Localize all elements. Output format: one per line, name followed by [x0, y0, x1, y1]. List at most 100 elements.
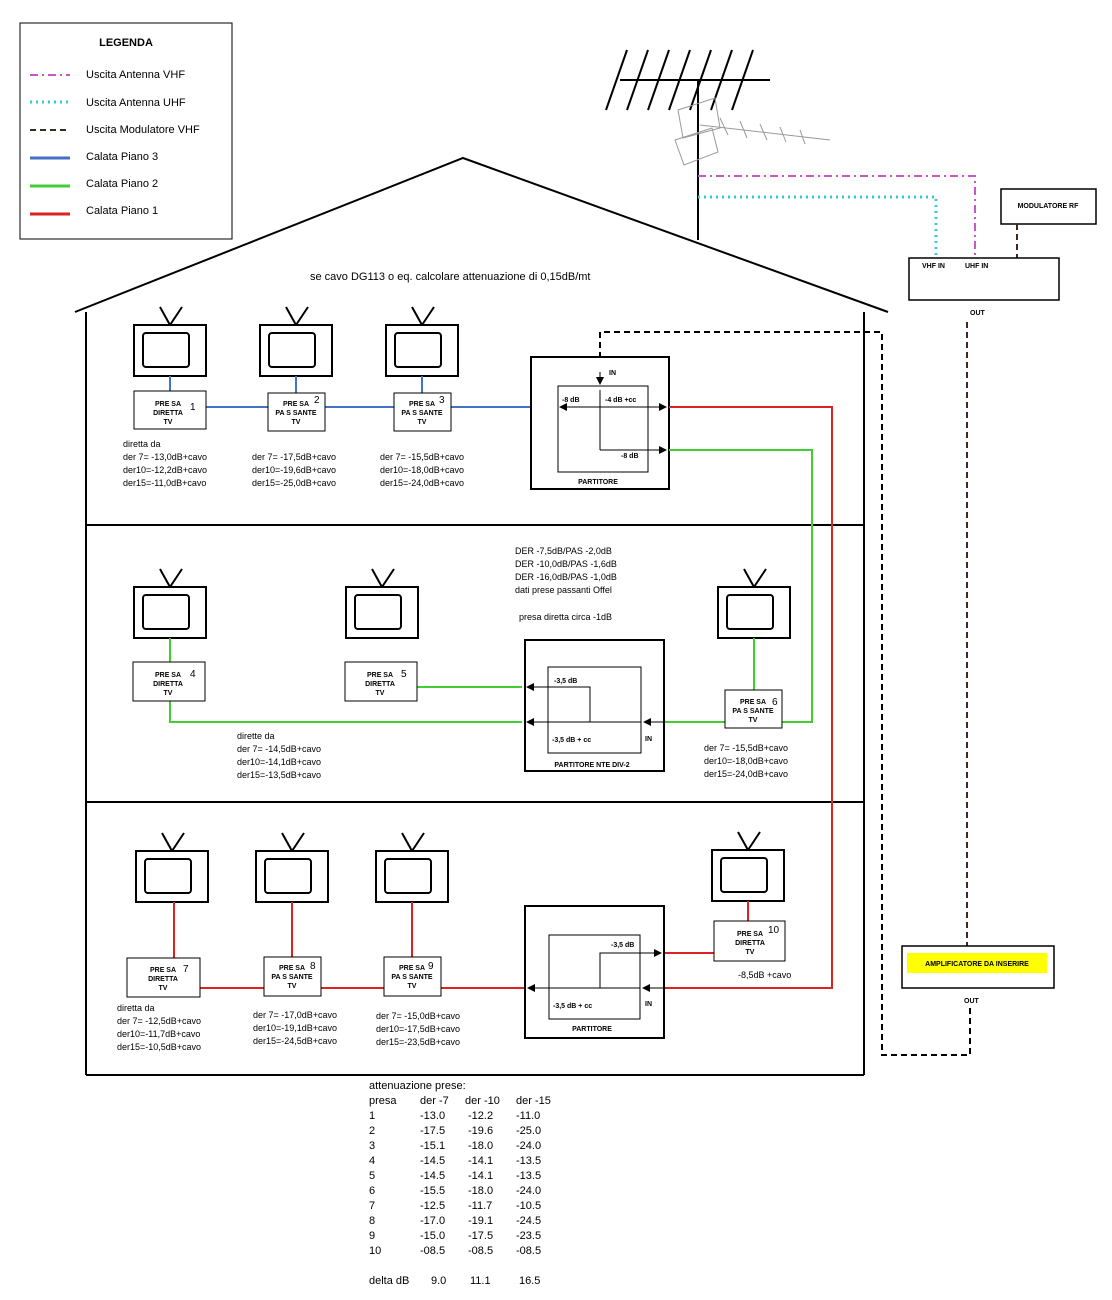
svg-text:diretta da: diretta da: [123, 439, 161, 449]
svg-text:der10=-18,0dB+cavo: der10=-18,0dB+cavo: [704, 756, 788, 766]
floor1-note-10: -8,5dB +cavo: [738, 970, 791, 980]
svg-text:der15=-24,5dB+cavo: der15=-24,5dB+cavo: [253, 1036, 337, 1046]
svg-text:der 7= -17,0dB+cavo: der 7= -17,0dB+cavo: [253, 1010, 337, 1020]
svg-text:der15=-24,0dB+cavo: der15=-24,0dB+cavo: [380, 478, 464, 488]
table-title: attenuazione prese:: [369, 1080, 466, 1092]
table-row: 2-17.5-19.6-25.0: [369, 1125, 541, 1137]
table-cell: -17.5: [420, 1125, 445, 1137]
svg-text:PARTITORE: PARTITORE: [578, 479, 618, 486]
amplifier-box: AMPLIFICATORE DA INSERIRE: [901, 945, 1055, 989]
outlet-7: PRE SA DIRETTA TV 7: [126, 957, 201, 998]
table-row: 5 -14.5 -14.1 -13.5: [369, 1170, 541, 1182]
legend-item-floor2: Calata Piano 2: [86, 178, 158, 190]
outlet-1: PRE SA DIRETTA TV 1: [133, 390, 207, 430]
svg-text:MODULATORE RF: MODULATORE RF: [1018, 203, 1080, 210]
amplifier-out-label: OUT: [964, 998, 980, 1005]
svg-text:6: 6: [772, 697, 778, 708]
modulator-box: MODULATORE RF: [1000, 188, 1097, 225]
table-cell: -13.5: [516, 1170, 541, 1182]
table-cell: 7: [369, 1200, 375, 1212]
svg-text:TV: TV: [164, 419, 173, 426]
table-cell: -15.5: [420, 1185, 445, 1197]
svg-text:der 7= -15,0dB+cavo: der 7= -15,0dB+cavo: [376, 1011, 460, 1021]
svg-text:11.1: 11.1: [470, 1275, 491, 1287]
svg-text:PRE SA: PRE SA: [155, 401, 181, 408]
svg-text:TV: TV: [749, 717, 758, 724]
svg-text:TV: TV: [746, 949, 755, 956]
svg-text:der15=-24,0dB+cavo: der15=-24,0dB+cavo: [704, 769, 788, 779]
floor3-notes-1: diretta da der 7= -13,0dB+cavo der10=-12…: [123, 439, 207, 488]
svg-text:PARTITORE NTE DIV-2: PARTITORE NTE DIV-2: [554, 762, 629, 769]
svg-text:9.0: 9.0: [431, 1275, 446, 1287]
floor1-notes-9: der 7= -15,0dB+cavo der10=-17,5dB+cavo d…: [376, 1011, 460, 1047]
svg-text:UHF IN: UHF IN: [965, 263, 988, 270]
svg-text:der10=-19,6dB+cavo: der10=-19,6dB+cavo: [252, 465, 336, 475]
svg-text:10: 10: [768, 925, 780, 936]
legend-item-modulator: Uscita Modulatore VHF: [86, 124, 200, 136]
legend-item-vhf: Uscita Antenna VHF: [86, 69, 185, 81]
table-cell: -14.5: [420, 1170, 445, 1182]
svg-text:der15=-10,5dB+cavo: der15=-10,5dB+cavo: [117, 1042, 201, 1052]
svg-text:der -7: der -7: [420, 1095, 449, 1107]
floor2-notes-6: der 7= -15,5dB+cavo der10=-18,0dB+cavo d…: [704, 743, 788, 779]
table-cell: -17.0: [420, 1215, 445, 1227]
splitter-floor1: -3,5 dB -3,5 dB + cc IN PARTITORE: [524, 905, 665, 1039]
svg-text:PRE SA: PRE SA: [155, 672, 181, 679]
svg-text:TV: TV: [418, 419, 427, 426]
table-cell: -14.5: [420, 1155, 445, 1167]
svg-text:1: 1: [190, 402, 196, 413]
svg-text:VHF IN: VHF IN: [922, 263, 945, 270]
legend-item-floor3: Calata Piano 3: [86, 151, 158, 163]
table-cell: -19.1: [468, 1215, 493, 1227]
legend-title: LEGENDA: [99, 37, 153, 49]
table-cell: -24.0: [516, 1185, 541, 1197]
svg-text:der 7= -13,0dB+cavo: der 7= -13,0dB+cavo: [123, 452, 207, 462]
legend-item-floor1: Calata Piano 1: [86, 205, 158, 217]
svg-text:PRE SA: PRE SA: [279, 965, 305, 972]
svg-text:der 7= -15,5dB+cavo: der 7= -15,5dB+cavo: [704, 743, 788, 753]
table-cell: -23.5: [516, 1230, 541, 1242]
svg-text:PRE SA: PRE SA: [399, 965, 425, 972]
table-cell: -11.7: [468, 1200, 492, 1212]
svg-text:DER -7,5dB/PAS -2,0dB: DER -7,5dB/PAS -2,0dB: [515, 546, 612, 556]
svg-text:der -15: der -15: [516, 1095, 551, 1107]
svg-text:TV: TV: [159, 985, 168, 992]
table-delta: delta dB 9.0 11.1 16.5: [369, 1275, 540, 1287]
svg-text:dirette da: dirette da: [237, 731, 275, 741]
svg-text:PRE SA: PRE SA: [283, 401, 309, 408]
table-cell: 1: [369, 1110, 375, 1122]
svg-text:-3,5 dB + cc: -3,5 dB + cc: [552, 737, 591, 744]
svg-text:presa: presa: [369, 1095, 397, 1107]
svg-text:TV: TV: [288, 983, 297, 990]
floor2-notes-direct: dirette da der 7= -14,5dB+cavo der10=-14…: [237, 731, 321, 780]
table-cell: 5: [369, 1170, 375, 1182]
svg-text:der 7= -12,5dB+cavo: der 7= -12,5dB+cavo: [117, 1016, 201, 1026]
floor1: PRE SA DIRETTA TV 7 PRE SA PA S SANTE TV…: [117, 831, 791, 1052]
table-cell: 9: [369, 1230, 375, 1242]
svg-text:PA S SANTE: PA S SANTE: [391, 974, 433, 981]
svg-text:DIRETTA: DIRETTA: [148, 976, 178, 983]
splitter-floor3: IN -8 dB -4 dB +cc -8 dB PARTITORE: [530, 356, 670, 490]
table-cell: -14.1: [468, 1170, 493, 1182]
table-row: 9-15.0-17.5-23.5: [369, 1230, 541, 1242]
svg-text:IN: IN: [609, 370, 616, 377]
svg-text:PA S SANTE: PA S SANTE: [401, 410, 443, 417]
svg-text:DER -16,0dB/PAS -1,0dB: DER -16,0dB/PAS -1,0dB: [515, 572, 617, 582]
table-cell: -15.0: [420, 1230, 445, 1242]
floor3-notes-2: der 7= -17,5dB+cavo der10=-19,6dB+cavo d…: [252, 452, 336, 488]
tv-icon: [135, 832, 209, 903]
svg-text:PRE SA: PRE SA: [150, 967, 176, 974]
floor3-notes-3: der 7= -15,5dB+cavo der10=-18,0dB+cavo d…: [380, 452, 464, 488]
svg-text:PRE SA: PRE SA: [737, 931, 763, 938]
table-row: 3-15.1-18.0-24.0: [369, 1140, 541, 1152]
svg-text:3: 3: [439, 395, 445, 406]
svg-text:der10=-11,7dB+cavo: der10=-11,7dB+cavo: [117, 1029, 200, 1039]
house-outline: [74, 156, 889, 1076]
outlet-3: PRE SA PA S SANTE TV 3: [393, 392, 452, 432]
table-cell: -11.0: [516, 1110, 540, 1122]
outlet-4: PRE SA DIRETTA TV 4: [132, 661, 206, 702]
svg-text:der15=-23,5dB+cavo: der15=-23,5dB+cavo: [376, 1037, 460, 1047]
svg-text:TV: TV: [164, 690, 173, 697]
floor2: PRE SA DIRETTA TV 4 PRE SA DIRETTA TV 5 …: [132, 546, 791, 780]
